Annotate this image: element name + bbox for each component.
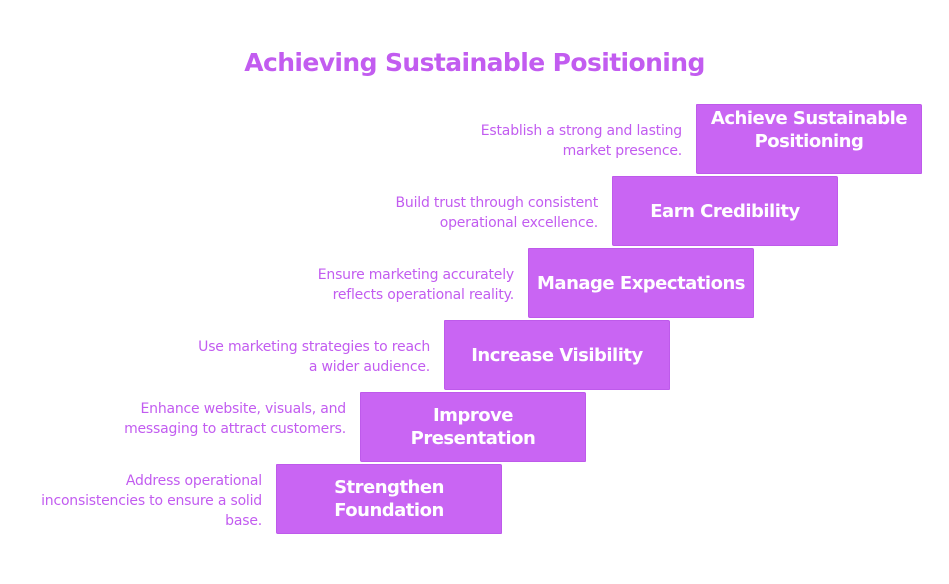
diagram-title: Achieving Sustainable Positioning: [244, 48, 705, 77]
step-achieve-sustainable-positioning: Achieve Sustainable Positioning: [696, 104, 922, 174]
step-strengthen-foundation: Strengthen Foundation: [276, 464, 502, 534]
step-description-improve-presentation: Enhance website, visuals, and messaging …: [124, 401, 346, 437]
step-description-earn-credibility: Build trust through consistent operation…: [395, 195, 599, 231]
step-description-manage-expectations: Ensure marketing accurately reflects ope…: [317, 267, 514, 303]
step-increase-visibility: Increase Visibility: [444, 320, 670, 390]
step-manage-expectations: Manage Expectations: [528, 248, 754, 318]
step-improve-presentation: Improve Presentation: [360, 392, 586, 462]
step-earn-credibility: Earn Credibility: [612, 176, 838, 246]
step-description-strengthen-foundation: Address operational inconsistencies to e…: [41, 473, 262, 529]
step-description-achieve-sustainable-positioning: Establish a strong and lasting market pr…: [480, 123, 682, 159]
step-description-increase-visibility: Use marketing strategies to reach a wide…: [198, 339, 430, 375]
